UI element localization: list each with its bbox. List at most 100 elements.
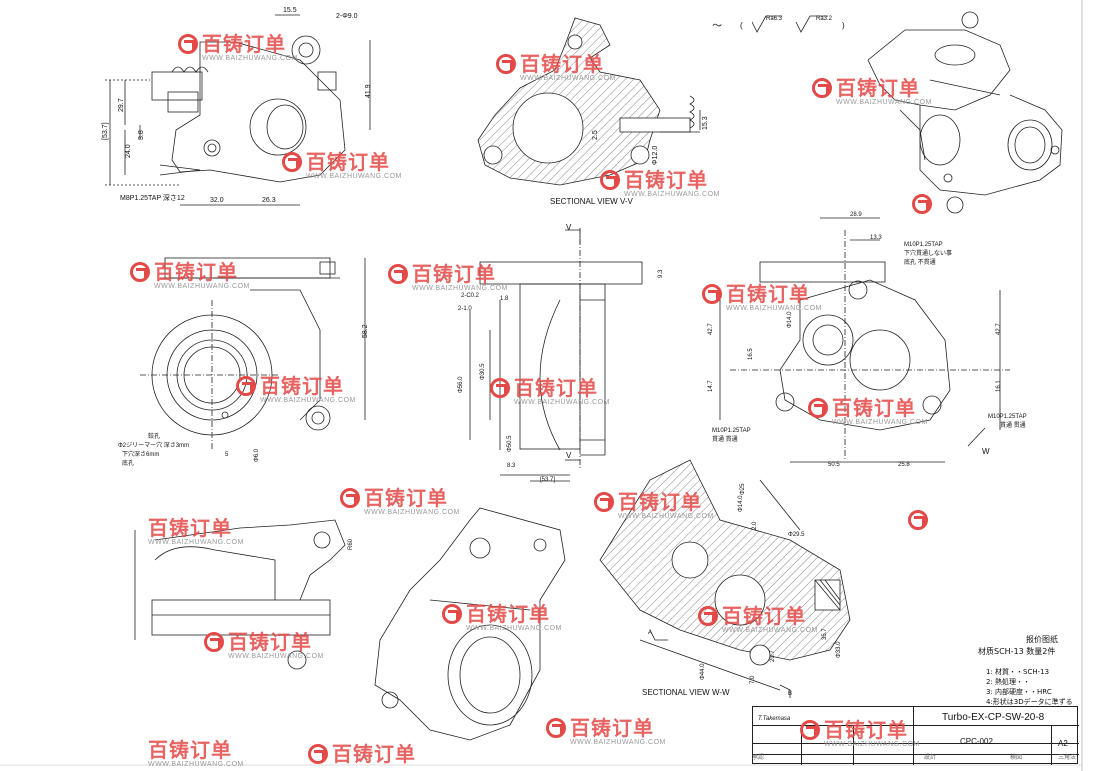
view-iso-bottom-center xyxy=(374,507,566,741)
note-item: 3: 内部硬度・・HRC xyxy=(986,688,1052,696)
dim-14-7: 14.7 xyxy=(708,380,714,392)
tap-m10-3-note: 貫通 贯通 xyxy=(1000,423,1026,429)
tb-check: 設計 xyxy=(924,755,937,761)
view-iso-top-right xyxy=(867,11,1063,214)
watermark-logo-icon xyxy=(546,718,566,738)
note-item: 4:形状は3Dデータに準ずる xyxy=(986,698,1073,706)
dim-15-5: 15.5 xyxy=(283,7,297,14)
dim-13-3: 13.3 xyxy=(870,235,882,241)
dim-phi25: Φ25 xyxy=(740,483,746,495)
roughness-tilde: ～ xyxy=(712,21,722,32)
watermark-logo-icon xyxy=(388,264,408,284)
drawing-number: CPC-002 xyxy=(960,737,993,746)
dim-50-5: 50.5 xyxy=(828,462,840,468)
notes-list: 1: 材質・・SCH-13 2: 熱処理・・ 3: 内部硬度・・HRC 4:形状… xyxy=(986,667,1076,707)
tap-m10-2: M10P1.25TAP xyxy=(712,428,751,434)
watermark-logo-icon xyxy=(800,720,820,740)
watermark-logo-icon xyxy=(808,398,828,418)
view-mid-center xyxy=(469,228,643,482)
view-bottom-left xyxy=(134,519,346,670)
dim-phi12: Φ12.0 xyxy=(652,145,659,165)
watermark xyxy=(912,194,936,214)
dim-phi6: Φ6.0 xyxy=(254,448,260,462)
marker-v-bottom: V xyxy=(566,451,572,460)
dim-15-3: 15.3 xyxy=(702,116,709,130)
dim-phi56: Φ56.0 xyxy=(458,376,464,393)
dim-phi29-5: Φ29.5 xyxy=(788,532,805,538)
dim-32-0: 32.0 xyxy=(210,197,224,204)
dim-42-7-right: 42.7 xyxy=(996,323,1002,335)
watermark-logo-icon xyxy=(308,744,328,764)
watermark-logo-icon xyxy=(908,510,928,530)
note-reamer-hole: Φ2ジリーマー穴 深さ3mm xyxy=(118,443,190,449)
watermark-logo-icon xyxy=(178,34,198,54)
view-mid-right xyxy=(719,217,1010,463)
watermark xyxy=(908,510,932,530)
dim-2-0: 2.0 xyxy=(752,521,758,530)
marker-a: A xyxy=(648,630,653,636)
marker-v-top: V xyxy=(566,223,572,232)
watermark-logo-icon xyxy=(702,284,722,304)
dim-2-5: 2.5 xyxy=(592,130,599,140)
watermark-logo-icon xyxy=(442,604,462,624)
note-item: 2: 熱処理・・ xyxy=(986,678,1031,686)
dim-53-7-mid: [53.7] xyxy=(540,477,556,483)
dim-58-2: 58.2 xyxy=(362,324,369,338)
dim-phi30-5: Φ30.5 xyxy=(480,363,486,380)
tap-m8: M8P1.25TAP 深さ12 xyxy=(120,195,185,202)
dim-16-5: 16.5 xyxy=(748,348,754,360)
dim-35-7: 35.7 xyxy=(822,628,828,640)
roughness-paren-close: ) xyxy=(842,21,845,30)
dim-r60: R60 xyxy=(348,538,354,550)
watermark-logo-icon xyxy=(490,378,510,398)
view-top-left xyxy=(105,14,371,206)
tb-design: 検図 xyxy=(1010,755,1023,761)
tap-m10-2-note: 貫通 貫通 xyxy=(712,437,738,443)
watermark-logo-icon xyxy=(204,632,224,652)
dim-29-7: 29.7 xyxy=(118,98,125,112)
dim-41-9: 41.9 xyxy=(365,84,372,98)
note-item: 1: 材質・・SCH-13 xyxy=(986,668,1050,676)
sheet-size: A2 xyxy=(1058,739,1068,748)
watermark-logo-icon xyxy=(496,54,516,74)
marker-b: B xyxy=(788,691,793,697)
watermark-logo-icon xyxy=(340,488,360,508)
tb-projection: 三角法 xyxy=(1058,755,1077,761)
dim-25-8: 25.8 xyxy=(898,462,910,468)
view-mid-left xyxy=(140,257,366,450)
watermark: 百铸订单 xyxy=(308,744,416,764)
title-block xyxy=(752,706,1079,765)
watermark-logo-icon xyxy=(282,152,302,172)
dim-16-1: 16.1 xyxy=(996,380,1002,392)
designer-name: T.Takemasa xyxy=(758,716,791,722)
dim-53-7: [53.7] xyxy=(102,122,109,140)
dim-7-0: 7.0 xyxy=(750,675,756,684)
watermark-logo-icon xyxy=(130,262,150,282)
dim-5: 5 xyxy=(225,452,229,458)
dim-28-9: 28.9 xyxy=(850,212,862,218)
tb-approve: 承認 xyxy=(752,755,765,761)
quote-material: 材质SCH-13 数量2件 xyxy=(978,647,1056,656)
watermark-logo-icon xyxy=(236,376,256,396)
dim-phi33: Φ33.0 xyxy=(836,641,842,658)
note-reamer-cn: 鉸孔 xyxy=(148,434,161,440)
marker-w: W xyxy=(982,447,990,456)
dim-20-7: 20.7 xyxy=(770,650,776,662)
tap-m10-1-note1: 下穴貫通しない事 xyxy=(904,251,953,257)
